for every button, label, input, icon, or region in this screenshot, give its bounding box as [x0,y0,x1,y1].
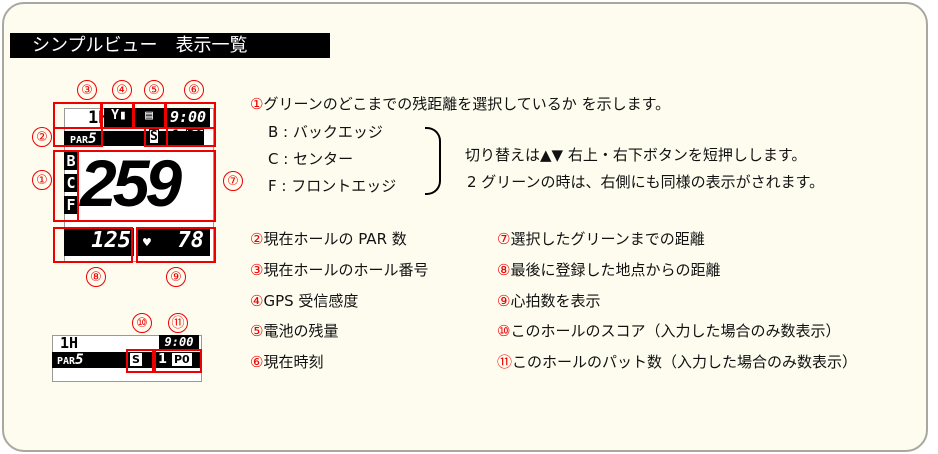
legend-num: ⑩ [497,322,511,340]
heart-icon: ♥ [142,236,152,249]
legend-num: ⑨ [497,292,511,310]
marker-4: ④ [112,80,132,100]
marker-7: ⑦ [223,171,243,191]
legend-item: ⑪このホールのパット数（入力した場合のみ数表示） [497,351,857,372]
legend-item: ③現在ホールのホール番号 [250,259,428,280]
legend-num: ⑪ [497,353,513,371]
battery-icon: ▤ [134,108,164,128]
marker-6: ⑥ [184,80,204,100]
edge-front-desc: F : フロントエッジ [268,177,397,195]
legend-num: ③ [250,261,264,279]
marker-8: ⑧ [86,267,106,287]
legend-num: ⑤ [250,322,264,340]
par-label-small: PAR [57,356,76,367]
clock-small: 9:00 [159,335,199,349]
marker-10: ⑩ [132,313,152,333]
legend-text: GPS 受信感度 [263,292,359,310]
score-display: S [149,129,159,144]
legend-num: ⑧ [497,261,511,279]
putt-hole: 1 [172,128,181,144]
legend-text: 心拍数を表示 [510,292,601,310]
par-value-small: 5 [75,352,84,368]
legend-item: ⑥現在時刻 [250,351,323,372]
legend-text: 現在ホールのホール番号 [263,261,429,279]
legend-num: ⑥ [250,353,264,371]
num-1: ① [250,95,264,113]
legend-item: ⑤電池の残量 [250,320,338,341]
legend-item: ⑧最後に登録した地点からの距離 [497,259,720,280]
distance-display: 259 [80,146,182,220]
legend-item: ⑩このホールのスコア（入力した場合のみ数表示） [497,320,840,341]
desc-text-1: グリーンのどこまでの残距離を選択しているか を示します。 [263,95,671,113]
legend-num: ④ [250,292,264,310]
putt-hole-small: 1 [158,352,168,367]
edge-center: C [64,174,78,192]
gps-signal-icon: Y▮ [104,108,134,128]
putt-display: P0 [186,129,204,144]
edge-front: F [64,196,78,214]
par-value: 5 [88,131,97,147]
legend-text: 現在ホールの PAR 数 [263,230,407,248]
marker-5: ⑤ [144,80,164,100]
legend-num: ⑦ [497,230,511,248]
hole-number: 1H [88,108,109,128]
score-small: S [130,353,142,366]
brace [425,127,441,195]
putt-small: P0 [172,353,192,366]
clock: 9:00 [166,108,210,128]
legend-item: ⑨心拍数を表示 [497,290,600,311]
legend-text: 現在時刻 [263,353,324,371]
legend-num: ② [250,230,264,248]
legend-text: このホールのスコア（入力した場合のみ数表示） [510,322,841,340]
legend-text: 電池の残量 [263,322,339,340]
desc-line1: ①グリーンのどこまでの残距離を選択しているか を示します。 [250,93,670,114]
par-display: PAR5 [64,131,204,147]
switch-desc-2: 2 グリーンの時は、右側にも同様の表示がされます。 [467,173,825,191]
legend-item: ④GPS 受信感度 [250,290,358,311]
marker-2: ② [32,127,52,147]
edge-back-desc: B : バックエッジ [268,123,383,141]
switch-desc-1: 切り替えは▲▼ 右上・右下ボタンを短押しします。 [465,146,807,164]
legend-item: ⑦選択したグリーンまでの距離 [497,228,705,249]
marker-9: ⑨ [166,267,186,287]
legend-text: このホールのパット数（入力した場合のみ数表示） [512,353,858,371]
hole-number-small: 1H [60,334,79,352]
par-label: PAR [70,135,89,146]
marker-3: ③ [77,80,97,100]
edge-back: B [64,152,78,170]
marker-11: ⑪ [168,313,188,333]
legend-text: 選択したグリーンまでの距離 [510,230,705,248]
legend-text: 最後に登録した地点からの距離 [510,261,721,279]
edge-center-desc: C : センター [268,150,354,168]
marker-1: ① [32,170,52,190]
heart-rate: 78 [138,228,210,256]
page-title: シンプルビュー 表示一覧 [10,33,330,58]
last-distance: 125 [64,228,134,256]
legend-item: ②現在ホールの PAR 数 [250,228,407,249]
